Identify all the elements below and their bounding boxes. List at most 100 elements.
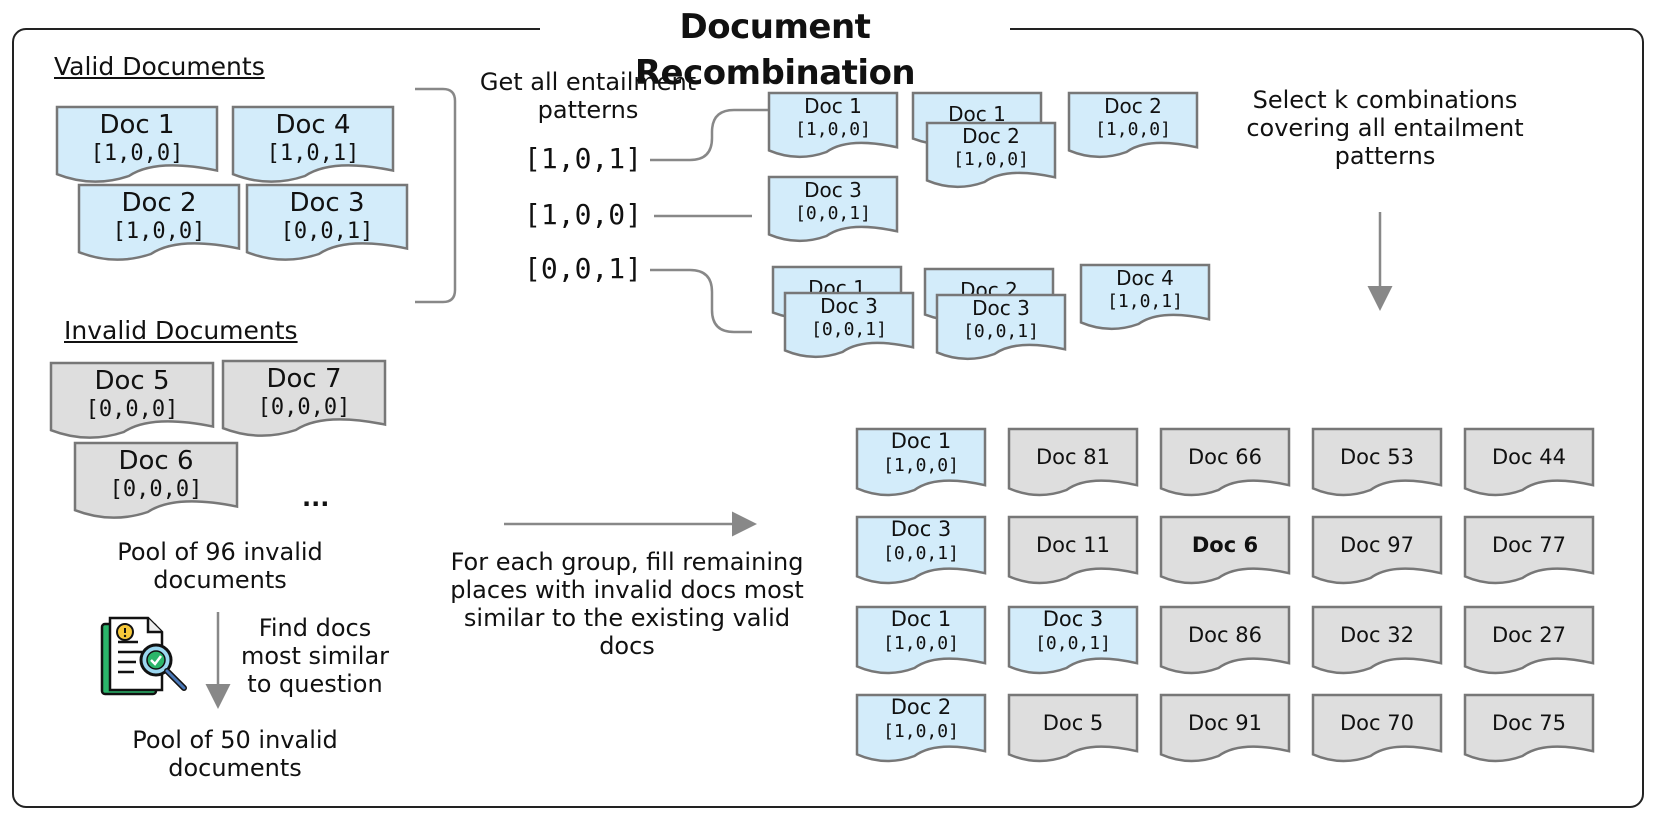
entailment-pattern: [1,0,1] [1107, 291, 1183, 312]
document-card: Doc 77 [1463, 515, 1595, 585]
entailment-pattern: [0,0,1] [811, 319, 887, 340]
document-name: Doc 1 [804, 94, 862, 118]
document-card: Doc 81 [1007, 427, 1139, 497]
document-shape [1067, 91, 1199, 159]
document-shape [245, 183, 409, 261]
document-name: Doc 6 [1191, 532, 1259, 557]
document-name: Doc 1 [99, 110, 175, 140]
entailment-patterns-label: Get all entailment patterns [479, 68, 697, 124]
entailment-pattern: [1,0,0] [795, 119, 871, 140]
document-name: Doc 53 [1340, 444, 1414, 469]
document-card: Doc 1[1,0,0] [767, 91, 899, 159]
document-name: Doc 3 [1042, 607, 1104, 631]
document-shape [925, 121, 1057, 189]
document-name: Doc 4 [1116, 266, 1174, 290]
document-shape [767, 91, 899, 159]
entailment-pattern: [0,0,0] [109, 477, 203, 502]
document-search-icon [100, 616, 187, 696]
document-name: Doc 3 [804, 178, 862, 202]
document-shape [1463, 427, 1595, 497]
document-card: Doc 2[1,0,0] [925, 121, 1057, 189]
document-shape [49, 361, 215, 439]
pattern-100: [1,0,0] [524, 198, 643, 231]
document-card: Doc 32 [1311, 605, 1443, 675]
document-shape [1007, 427, 1139, 497]
document-name: Doc 3 [890, 517, 952, 541]
document-name: Doc 3 [289, 188, 365, 218]
document-card: Doc 91 [1159, 693, 1291, 763]
document-name: Doc 27 [1492, 622, 1566, 647]
valid-documents-heading: Valid Documents [54, 52, 265, 81]
document-name: Doc 1 [948, 102, 1006, 126]
document-shape [1311, 427, 1443, 497]
entailment-pattern: [1,0,0] [90, 141, 184, 166]
entailment-pattern: [0,0,1] [280, 219, 374, 244]
document-card: Doc 1[1,0,0] [855, 427, 987, 497]
document-shape [783, 291, 915, 359]
document-card: Doc 53 [1311, 427, 1443, 497]
document-name: Doc 5 [1042, 710, 1104, 735]
document-shape [1007, 693, 1139, 763]
document-card: Doc 1[1,0,0] [855, 605, 987, 675]
document-name: Doc 81 [1036, 444, 1110, 469]
document-name: Doc 2 [121, 188, 197, 218]
document-shape [1159, 605, 1291, 675]
entailment-pattern: [1,0,0] [953, 149, 1029, 170]
document-shape [855, 605, 987, 675]
document-name: Doc 91 [1188, 710, 1262, 735]
document-shape [1311, 693, 1443, 763]
document-card: Doc 3[0,0,1] [767, 175, 899, 243]
document-card: Doc 3[0,0,1] [783, 291, 915, 359]
document-name: Doc 2 [890, 695, 952, 719]
document-shape [1463, 693, 1595, 763]
document-shape [855, 427, 987, 497]
document-card: Doc 2[1,0,0] [855, 693, 987, 763]
document-shape [855, 515, 987, 585]
connector-pattern-101 [650, 108, 770, 162]
invalid-documents-heading: Invalid Documents [64, 316, 298, 345]
document-name: Doc 32 [1340, 622, 1414, 647]
document-name: Doc 2 [962, 124, 1020, 148]
document-shape [1159, 693, 1291, 763]
entailment-pattern: [0,0,1] [795, 203, 871, 224]
pool-50-label: Pool of 50 invalid documents [132, 726, 338, 782]
document-shape [231, 105, 395, 183]
document-name: Doc 6 [118, 446, 194, 476]
entailment-pattern: [1,0,0] [1095, 119, 1171, 140]
entailment-pattern: [1,0,0] [112, 219, 206, 244]
document-shape [73, 441, 239, 519]
document-shape [1159, 515, 1291, 585]
document-card: Doc 4[1,0,1] [1079, 263, 1211, 331]
document-shape [1311, 605, 1443, 675]
connector-pattern-001 [650, 268, 752, 334]
entailment-pattern: [0,0,1] [883, 543, 959, 564]
ellipsis: ... [302, 484, 330, 512]
document-card: Doc 5[0,0,0] [49, 361, 215, 439]
entailment-pattern: [1,0,1] [266, 141, 360, 166]
entailment-pattern: [0,0,1] [963, 321, 1039, 342]
entailment-pattern: [1,0,0] [883, 633, 959, 654]
pattern-101: [1,0,1] [524, 142, 643, 175]
valid-docs-bracket [415, 87, 457, 304]
document-shape [1159, 427, 1291, 497]
document-name: Doc 5 [94, 366, 170, 396]
document-shape [935, 293, 1067, 361]
document-shape [1079, 263, 1211, 331]
document-card: Doc 5 [1007, 693, 1139, 763]
document-name: Doc 77 [1492, 532, 1566, 557]
document-shape [55, 105, 219, 183]
select-combinations-label: Select k combinations covering all entai… [1246, 86, 1524, 170]
document-card: Doc 7[0,0,0] [221, 359, 387, 437]
document-shape [1007, 605, 1139, 675]
document-name: Doc 2 [1104, 94, 1162, 118]
document-name: Doc 44 [1492, 444, 1566, 469]
document-shape [1463, 605, 1595, 675]
document-name: Doc 7 [266, 364, 342, 394]
document-card: Doc 97 [1311, 515, 1443, 585]
document-shape [1311, 515, 1443, 585]
document-shape [1463, 515, 1595, 585]
document-card: Doc 3[0,0,1] [1007, 605, 1139, 675]
document-card: Doc 6 [1159, 515, 1291, 585]
document-card: Doc 2[1,0,0] [1067, 91, 1199, 159]
document-shape [77, 183, 241, 261]
